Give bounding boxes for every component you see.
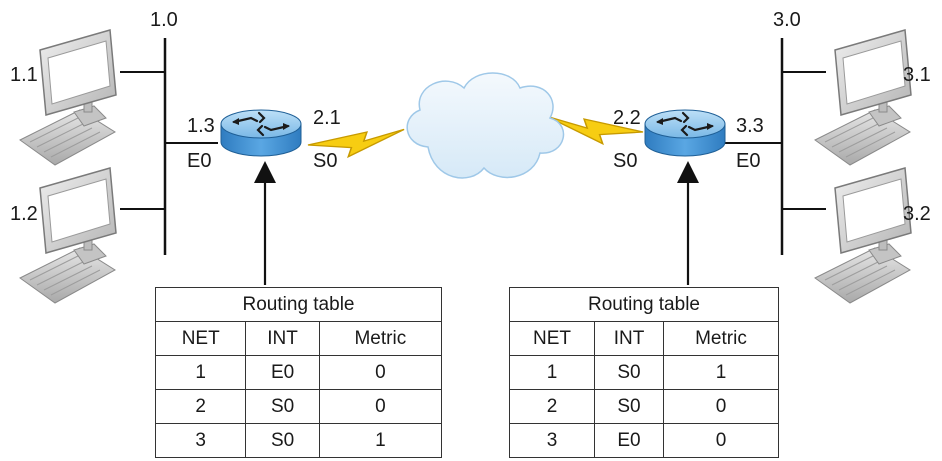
- left-routing-table: Routing table NET INT Metric 1 E0 0 2 S0…: [154, 287, 443, 458]
- cell-net: 3: [508, 423, 596, 458]
- cell-metric: 0: [318, 355, 443, 390]
- cell-int: S0: [594, 355, 664, 390]
- column-header-int: INT: [245, 321, 320, 356]
- cell-net: 2: [508, 389, 596, 424]
- table-row: 2 S0 0: [154, 389, 443, 424]
- cell-metric: 1: [662, 355, 780, 390]
- left-router-s0-label: S0: [313, 150, 337, 172]
- left-router-e0-ip: 1.3: [187, 115, 215, 137]
- table-row: 3 E0 0: [508, 423, 780, 458]
- column-header-net: NET: [154, 321, 247, 356]
- cell-int: S0: [245, 389, 320, 424]
- host-1-2-icon: [19, 167, 117, 304]
- wan-cloud-icon: [406, 72, 565, 179]
- cell-metric: 1: [318, 423, 443, 458]
- table-row: 3 S0 1: [154, 423, 443, 458]
- host-1-1-label: 1.1: [10, 64, 38, 86]
- host-3-1-icon: [814, 29, 912, 166]
- cell-net: 3: [154, 423, 247, 458]
- column-header-int: INT: [594, 321, 664, 356]
- cell-metric: 0: [662, 389, 780, 424]
- cell-metric: 0: [318, 389, 443, 424]
- host-3-2-icon: [814, 167, 912, 304]
- cell-net: 1: [154, 355, 247, 390]
- right-network-label: 3.0: [773, 9, 801, 31]
- cell-int: E0: [594, 423, 664, 458]
- table-title: Routing table: [155, 287, 442, 322]
- host-1-2-label: 1.2: [10, 203, 38, 225]
- right-router-e0-label: E0: [736, 150, 760, 172]
- host-3-1-label: 3.1: [903, 64, 931, 86]
- column-header-metric: Metric: [662, 321, 780, 356]
- table-row: 2 S0 0: [508, 389, 780, 424]
- table-row: 1 S0 1: [508, 355, 780, 390]
- cell-net: 2: [154, 389, 247, 424]
- left-network-label: 1.0: [150, 9, 178, 31]
- right-router-s0-label: S0: [613, 150, 637, 172]
- column-header-net: NET: [508, 321, 596, 356]
- left-router-e0-label: E0: [187, 150, 211, 172]
- table-row: 1 E0 0: [154, 355, 443, 390]
- left-router-icon: [219, 108, 303, 158]
- left-router-s0-ip: 2.1: [313, 107, 341, 129]
- cell-int: E0: [245, 355, 320, 390]
- column-header-metric: Metric: [318, 321, 443, 356]
- cell-metric: 0: [662, 423, 780, 458]
- cell-int: S0: [245, 423, 320, 458]
- right-router-icon: [643, 108, 727, 158]
- host-3-2-label: 3.2: [903, 203, 931, 225]
- table-title: Routing table: [509, 287, 779, 322]
- cell-int: S0: [594, 389, 664, 424]
- host-1-1-icon: [19, 29, 117, 166]
- right-router-e0-ip: 3.3: [736, 115, 764, 137]
- right-routing-table: Routing table NET INT Metric 1 S0 1 2 S0…: [508, 287, 780, 458]
- cell-net: 1: [508, 355, 596, 390]
- right-router-s0-ip: 2.2: [613, 107, 641, 129]
